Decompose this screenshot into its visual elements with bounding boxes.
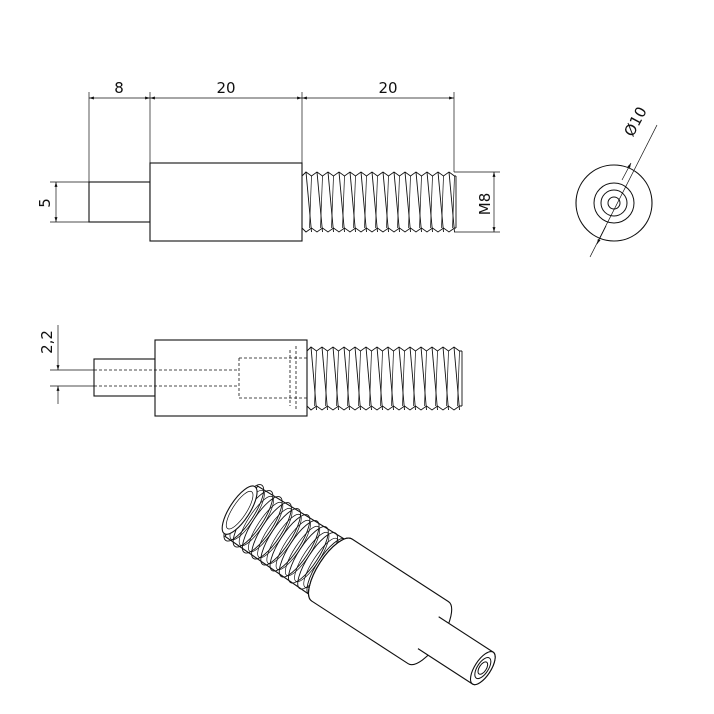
thread-root-line	[369, 350, 372, 407]
dimension-arrow-outer-diameter-high	[621, 162, 632, 181]
end-view-pin-circle	[593, 182, 635, 224]
iso-thread-end-face	[221, 485, 258, 535]
thread-root-line	[353, 175, 356, 229]
dimension-arrow-outer-diameter-low	[596, 225, 607, 245]
thread-helix-line	[327, 171, 334, 233]
thread-helix-line	[360, 171, 367, 233]
thread-helix-line	[354, 346, 361, 411]
thread-root-line	[408, 175, 411, 229]
section-thread-outline	[306, 346, 463, 411]
thread-root-line	[309, 175, 312, 229]
dim-bore-diameter-label: 2,2	[38, 330, 56, 354]
section-view: 2,2	[38, 325, 463, 417]
body-outline	[149, 162, 303, 242]
thread-root-line	[452, 175, 455, 229]
iso-body-back-edge	[308, 537, 353, 602]
thread-helix-line	[415, 171, 422, 233]
thread-helix-line	[420, 346, 427, 411]
thread-helix-line	[448, 171, 455, 233]
thread-helix-line	[442, 346, 449, 411]
end-view-pin-inner-circle	[600, 189, 628, 217]
thread-crest-edge-top	[306, 346, 462, 352]
end-view: Ø10	[575, 104, 658, 258]
thread-outline	[301, 171, 457, 233]
thread-root-line	[375, 175, 378, 229]
thread-root-line	[419, 175, 422, 229]
thread-root-line	[391, 350, 394, 407]
thread-root-line	[441, 175, 444, 229]
thread-helix-line	[321, 346, 328, 411]
section-body-outline	[154, 339, 308, 417]
thread-helix-line	[305, 171, 312, 233]
thread-root-line	[424, 350, 427, 407]
thread-root-line	[397, 175, 400, 229]
dim-thread-length-label: 20	[378, 79, 397, 97]
thread-root-line	[336, 350, 339, 407]
thread-helix-line	[393, 171, 400, 233]
thread-helix-line	[387, 346, 394, 411]
thread-crest-edge-bottom	[301, 227, 456, 233]
thread-helix-line	[426, 171, 433, 233]
iso-pin-chamfer	[474, 657, 492, 680]
thread-helix-line	[371, 171, 378, 233]
thread-root-line	[402, 350, 405, 407]
iso-thread-ring	[269, 514, 311, 572]
iso-thread-ring	[260, 508, 301, 566]
thread-helix-line	[431, 346, 438, 411]
section-pin-outline	[93, 358, 156, 397]
thread-root-line	[435, 350, 438, 407]
thread-helix-line	[338, 171, 345, 233]
thread-helix-line	[453, 346, 460, 411]
thread-helix-line	[332, 346, 339, 411]
thread-root-line	[320, 175, 323, 229]
thread-helix-line	[382, 171, 389, 233]
thread-helix-line	[437, 171, 444, 233]
thread-root-line	[325, 350, 328, 407]
thread-root-line	[331, 175, 334, 229]
thread-root-line	[347, 350, 350, 407]
dim-pin-length-label: 8	[114, 79, 124, 97]
thread-helix-line	[343, 346, 350, 411]
thread-root-line	[457, 350, 460, 407]
dim-pin-diameter-label: 5	[36, 198, 54, 208]
thread-helix-line	[409, 346, 416, 411]
thread-helix-line	[349, 171, 356, 233]
thread-helix-line	[310, 346, 317, 411]
iso-thread-ring	[278, 520, 320, 578]
thread-helix-line	[404, 171, 411, 233]
thread-root-line	[430, 175, 433, 229]
iso-thread-ring	[251, 502, 292, 560]
iso-thread-ring	[241, 496, 283, 554]
thread-root-line	[364, 175, 367, 229]
iso-thread-end-chamfer	[225, 490, 254, 530]
dim-outer-diameter-label: Ø10	[620, 104, 650, 140]
thread-root-line	[314, 350, 317, 407]
thread-root-line	[386, 175, 389, 229]
pin-outline	[88, 181, 151, 223]
thread-root-line	[413, 350, 416, 407]
isometric-view	[221, 484, 496, 686]
end-view-outer-circle	[575, 164, 653, 242]
thread-helix-line	[398, 346, 405, 411]
thread-helix-line	[376, 346, 383, 411]
iso-thread-ring	[232, 490, 274, 548]
iso-thread-ring	[288, 526, 329, 584]
dim-thread-size-label: M8	[476, 193, 494, 216]
dim-body-length-label: 20	[216, 79, 235, 97]
iso-pin-end-face	[469, 651, 496, 686]
thread-crest-edge-top	[301, 171, 456, 177]
side-view: 8 20 20 5 M8	[36, 79, 500, 242]
thread-root-line	[380, 350, 383, 407]
thread-helix-line	[316, 171, 323, 233]
thread-root-line	[358, 350, 361, 407]
thread-root-line	[342, 175, 345, 229]
thread-crest-edge-bottom	[306, 405, 462, 411]
thread-helix-line	[365, 346, 372, 411]
iso-bore-opening	[477, 661, 489, 675]
thread-root-line	[446, 350, 449, 407]
